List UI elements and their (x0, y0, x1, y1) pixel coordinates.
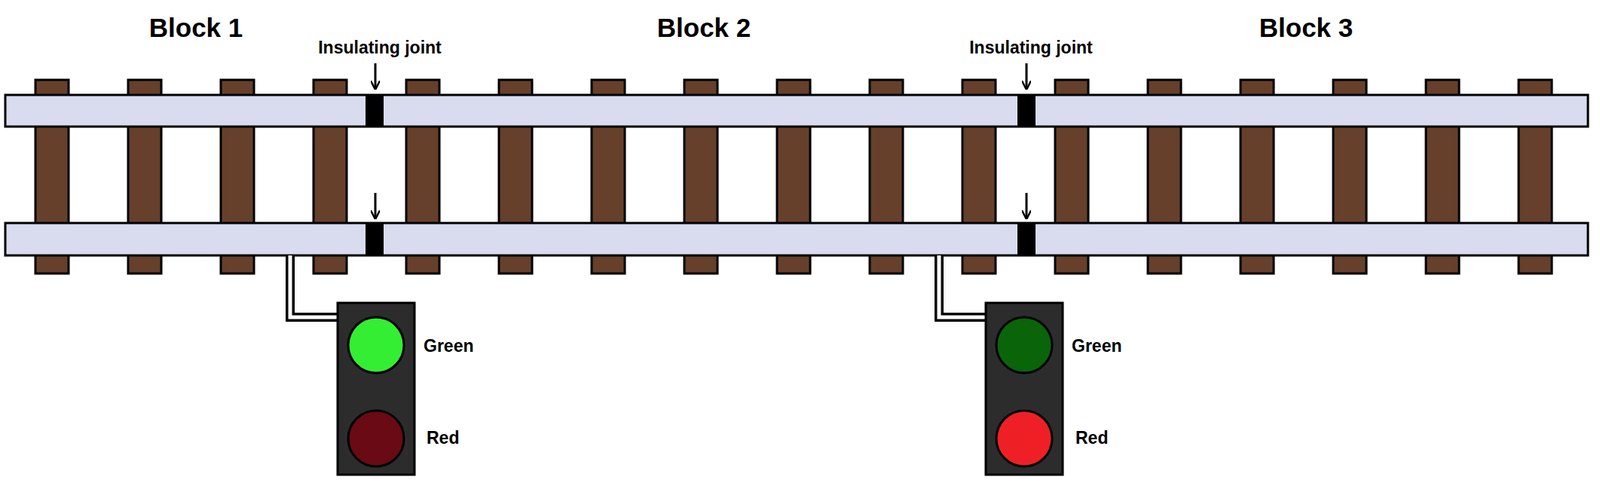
lamp-label: Green (1071, 336, 1122, 356)
joint-arrows (375, 63, 1027, 219)
block-name: Block 2 (657, 13, 752, 43)
lamp-label: Green (423, 336, 474, 356)
insulating-joints (365, 94, 1036, 256)
joint-label: Insulating joint (318, 38, 442, 58)
block-name: Block 3 (1259, 13, 1354, 43)
block-name: Block 1 (149, 13, 244, 43)
lamp-label: Red (426, 428, 459, 448)
rails (5, 94, 1588, 256)
lamp-label: Red (1075, 428, 1108, 448)
joint-label: Insulating joint (969, 38, 1093, 58)
signal-left (337, 302, 415, 475)
signal-right (985, 302, 1063, 475)
